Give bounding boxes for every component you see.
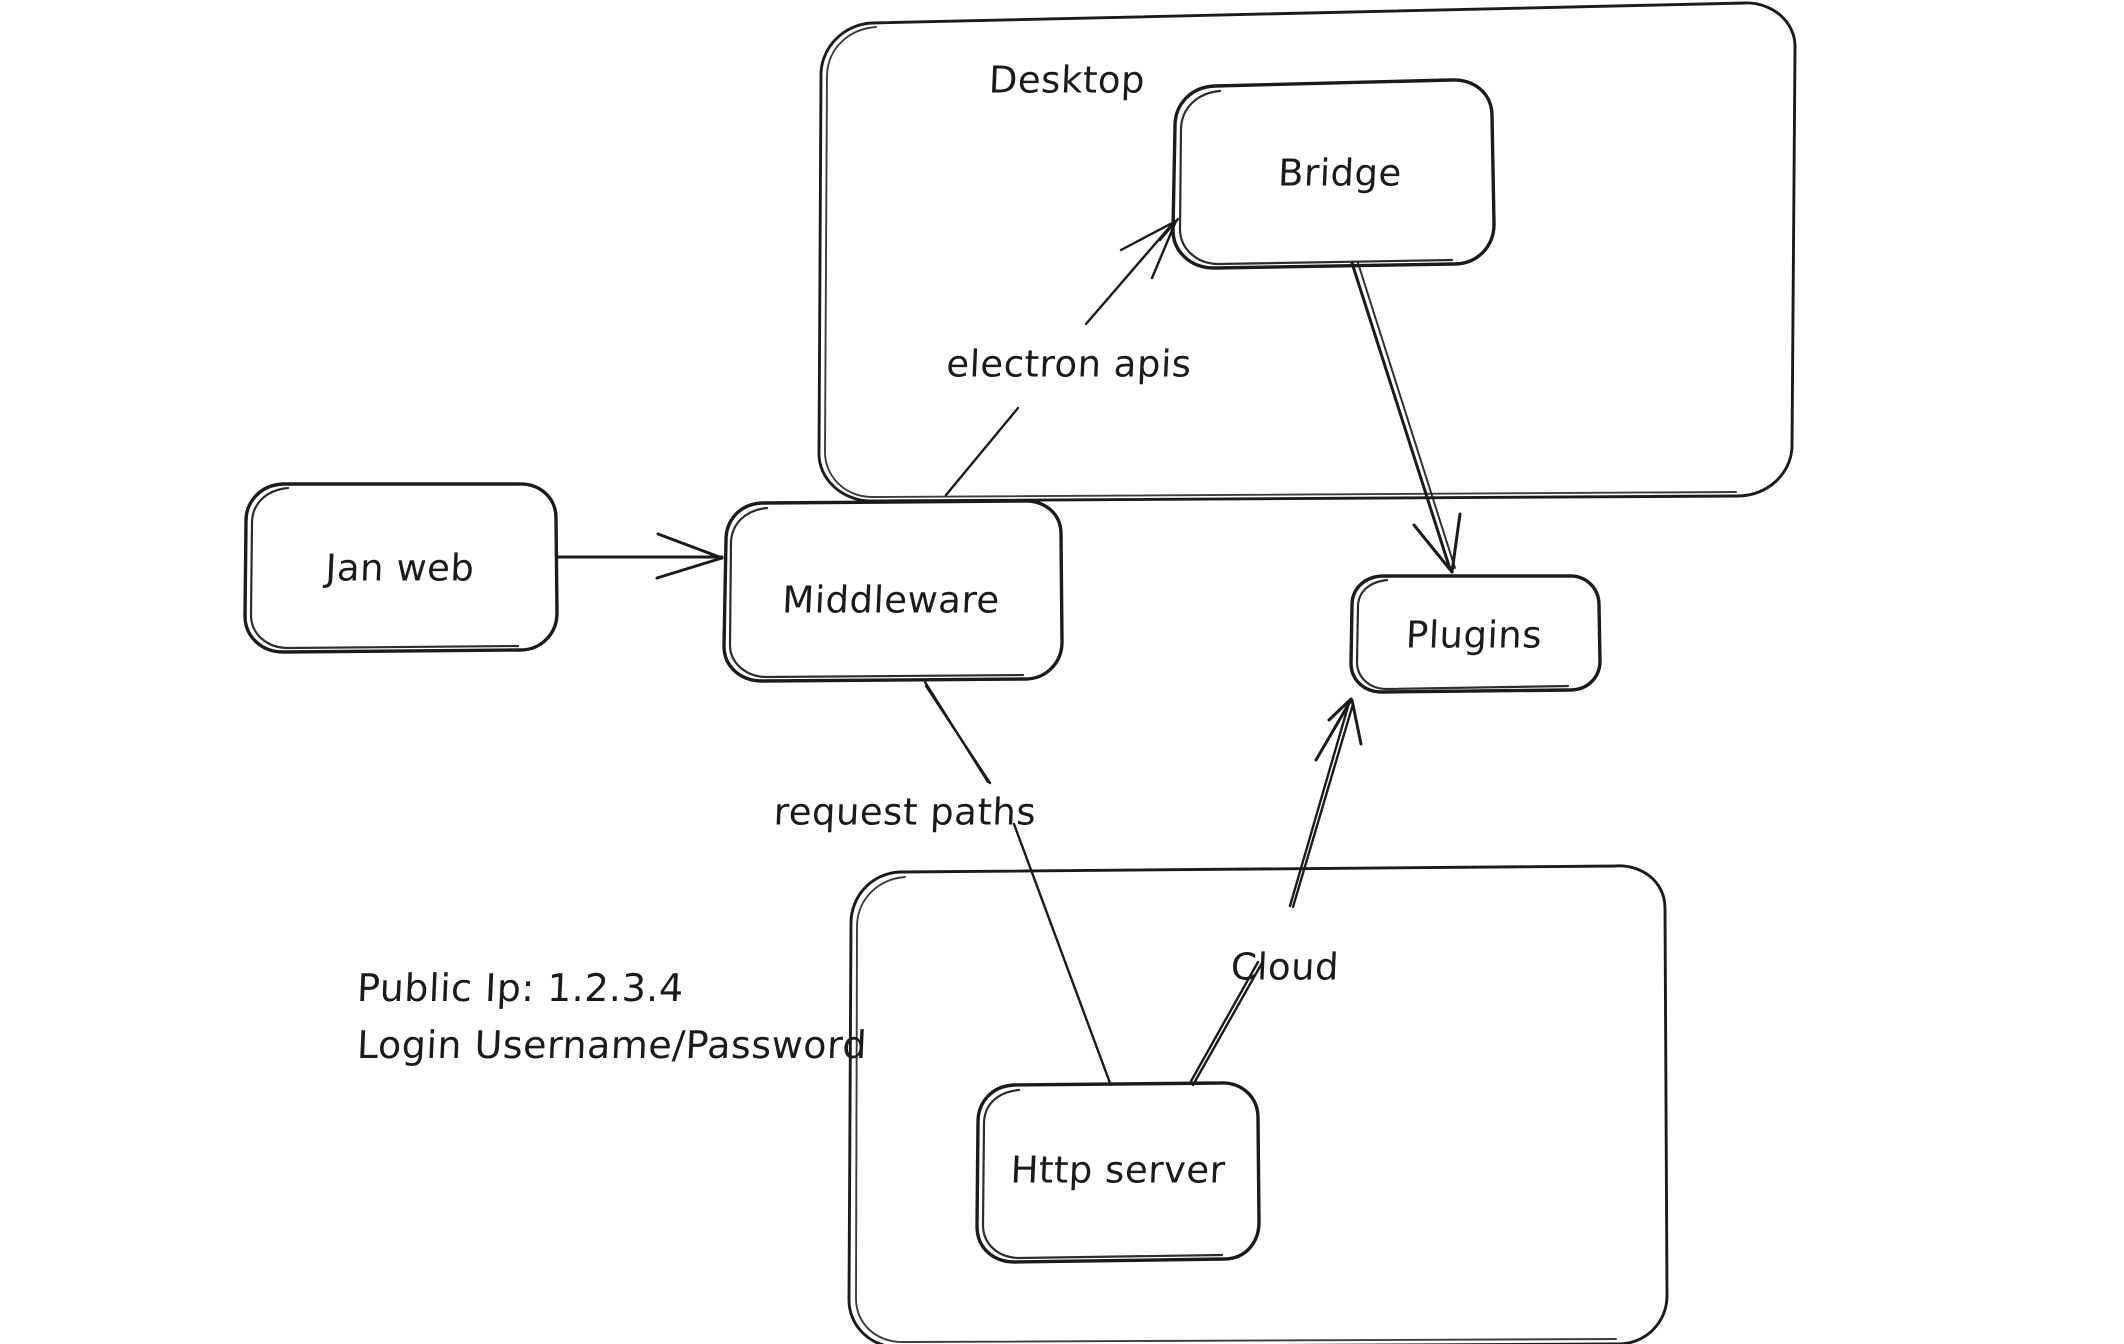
edge-label-electron-apis: electron apis	[945, 342, 1193, 386]
edge-jan-to-middleware	[556, 532, 724, 580]
edge-middleware-to-http	[923, 680, 1112, 1085]
edge-label-request-paths: request paths	[772, 790, 1038, 834]
node-label-bridge: Bridge	[1277, 151, 1403, 195]
edge-bridge-to-plugins	[1350, 261, 1462, 574]
node-label-jan-web: Jan web	[324, 546, 476, 590]
edge-http-to-plugins	[1188, 697, 1363, 1087]
container-label-desktop: Desktop	[988, 58, 1146, 102]
note-login: Login Username/Password	[356, 1023, 869, 1067]
node-label-http-server: Http server	[1009, 1148, 1227, 1192]
node-plugins[interactable]	[1349, 574, 1602, 694]
note-block: Public Ip: 1.2.3.4 Login Username/Passwo…	[356, 960, 869, 1074]
container-desktop	[817, 1, 1797, 503]
node-middleware[interactable]	[722, 499, 1064, 683]
edge-label-cloud: Cloud	[1229, 945, 1341, 989]
container-cloud	[847, 864, 1669, 1344]
node-jan-web[interactable]	[243, 482, 559, 654]
edge-middleware-to-bridge	[944, 217, 1180, 497]
note-public-ip: Public Ip: 1.2.3.4	[356, 966, 685, 1010]
node-label-middleware: Middleware	[781, 578, 1001, 622]
node-label-plugins: Plugins	[1405, 613, 1543, 657]
node-bridge[interactable]	[1171, 78, 1496, 270]
node-http-server[interactable]	[975, 1081, 1261, 1264]
